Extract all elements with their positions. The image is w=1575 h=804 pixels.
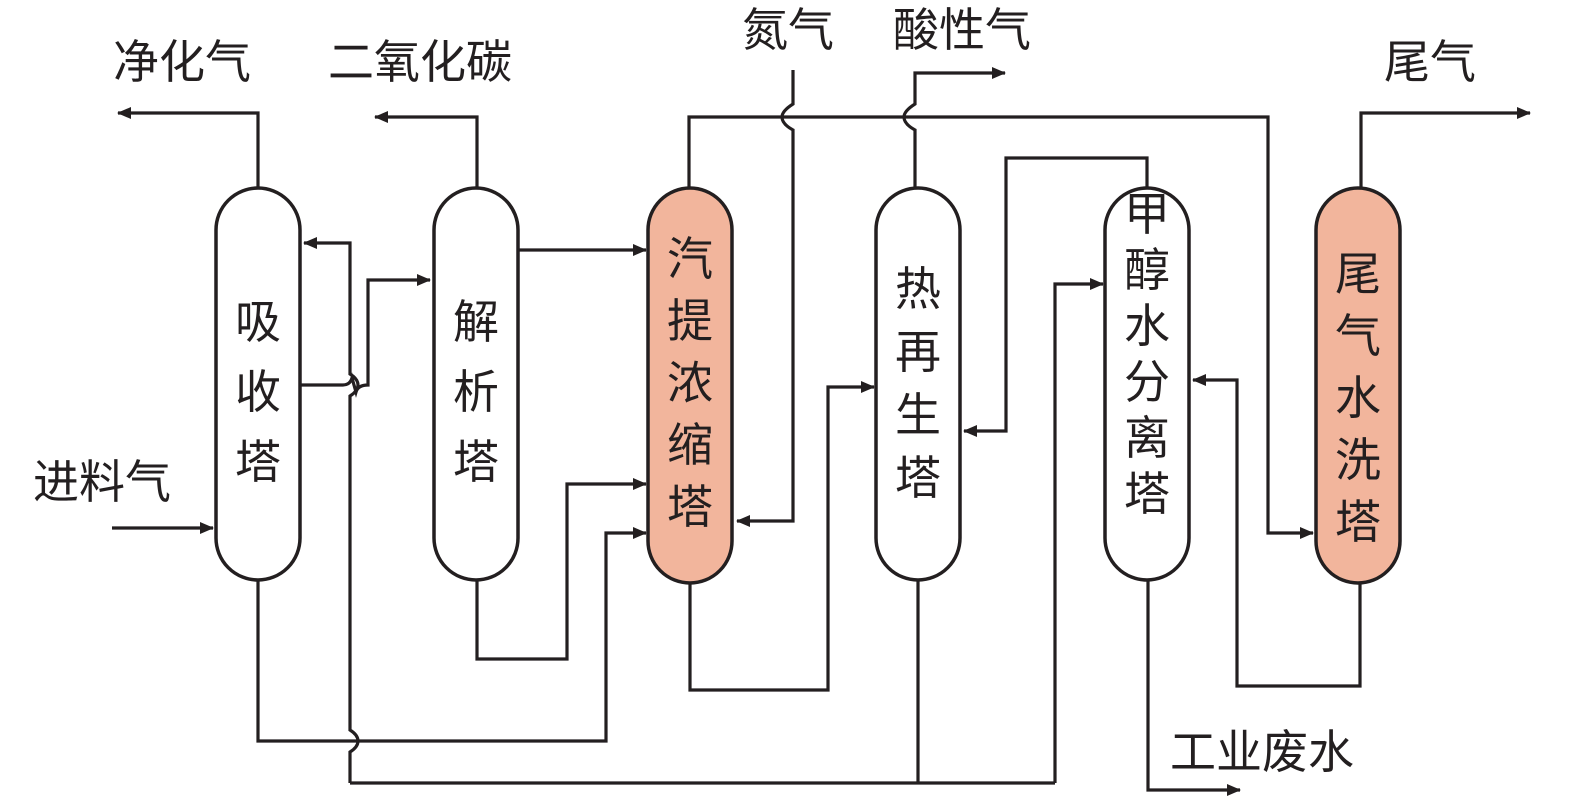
label-carbon-dioxide: 二氧化碳 — [328, 35, 512, 89]
column-label-char: 热 — [895, 262, 941, 316]
column-label-char: 塔 — [1124, 467, 1170, 521]
label-purified-gas: 净化气 — [113, 35, 251, 89]
column-label-char: 提 — [667, 294, 713, 348]
column-label-char: 气 — [1335, 309, 1381, 363]
pipe-stripper-overhead — [687, 115, 1314, 539]
pipe-acid-gas — [902, 67, 1006, 188]
pipe-industrial-wastewater — [1146, 580, 1241, 796]
column-label-char: 水 — [1124, 299, 1170, 353]
column-label-char: 离 — [1124, 411, 1170, 465]
column-label-char: 塔 — [1335, 495, 1381, 549]
column-label-char: 水 — [1335, 371, 1381, 425]
column-label-char: 析 — [453, 365, 499, 419]
column-label-char: 浓 — [667, 356, 713, 410]
pipe-tail-gas — [1359, 107, 1531, 188]
column-label-char: 洗 — [1335, 433, 1381, 487]
column-label-char: 甲 — [1124, 187, 1170, 241]
column-absorber — [214, 186, 302, 582]
pipe-stripper-bottom-to-regenerator — [688, 381, 875, 692]
label-industrial-wastewater: 工业废水 — [1170, 725, 1354, 779]
column-label-char: 分 — [1124, 355, 1170, 409]
label-nitrogen: 氮气 — [742, 3, 834, 57]
column-label-char: 再 — [895, 325, 941, 379]
column-label-char: 吸 — [235, 295, 281, 349]
pipe-methanol-overhead — [963, 156, 1149, 437]
pipe-desorber-bottom-to-stripper — [475, 478, 647, 661]
column-label-char: 塔 — [667, 480, 713, 534]
column-label-char: 解 — [453, 295, 499, 349]
pipe-purified-gas — [117, 107, 260, 188]
column-label-char: 尾 — [1335, 247, 1381, 301]
pipe-to-methanol-separator — [1053, 278, 1104, 783]
pipe-recycle-to-absorber — [303, 237, 360, 783]
column-label-char: 生 — [895, 388, 941, 442]
column-label-char: 醇 — [1124, 243, 1170, 297]
label-tail-gas: 尾气 — [1384, 35, 1476, 89]
pipe-absorber-bottom-to-stripper — [256, 527, 647, 743]
pipe-absorber-to-desorber — [300, 274, 431, 398]
column-label-char: 塔 — [453, 435, 499, 489]
label-feed-gas: 进料气 — [33, 455, 171, 509]
column-label-char: 收 — [235, 365, 281, 419]
pipe-nitrogen — [736, 70, 795, 527]
column-label-char: 汽 — [667, 232, 713, 286]
column-regenerator — [874, 186, 962, 582]
label-acid-gas: 酸性气 — [893, 3, 1031, 57]
pipe-carbon-dioxide — [374, 111, 479, 188]
column-desorber — [432, 186, 520, 582]
column-tail-gas-washer — [1314, 186, 1402, 585]
column-methanol-separator — [1103, 186, 1191, 582]
pipe-washer-bottom-to-separator — [1192, 374, 1362, 688]
column-stripper — [646, 186, 734, 585]
column-label-char: 塔 — [235, 435, 281, 489]
column-label-char: 塔 — [895, 451, 941, 505]
column-label-char: 缩 — [667, 418, 713, 472]
